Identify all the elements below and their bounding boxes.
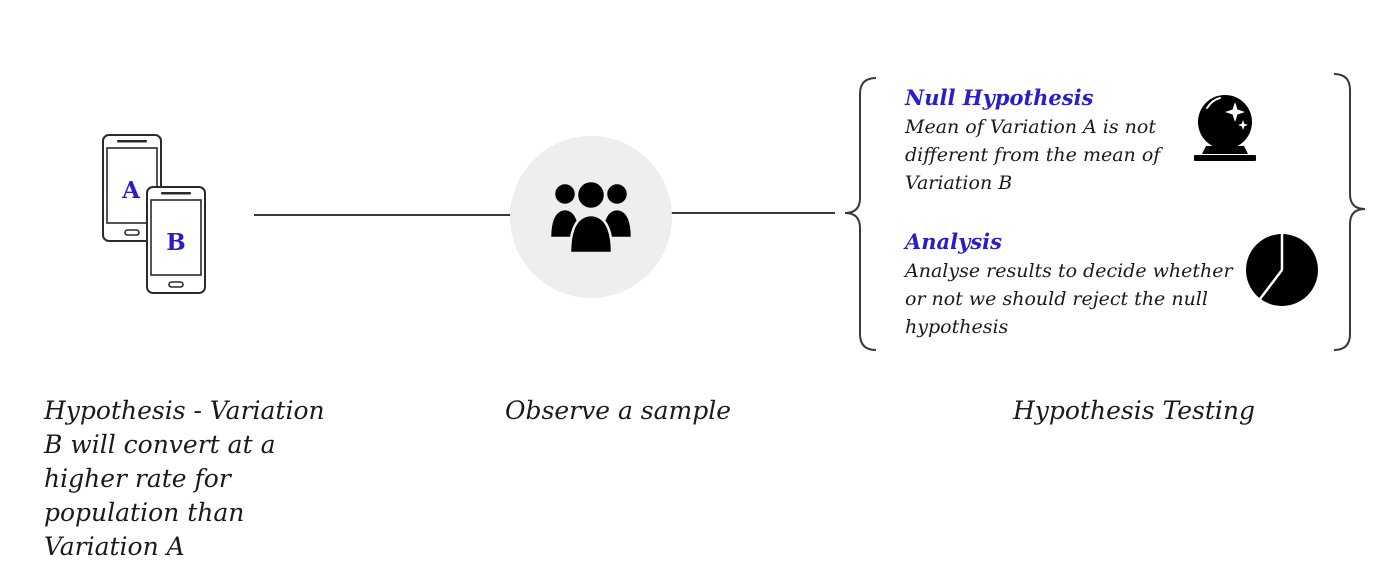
ab-phones-illustration: A B bbox=[102, 134, 206, 294]
crystal-ball-icon bbox=[1194, 95, 1256, 161]
step-hypothesis-label: Hypothesis - Variation B will convert at… bbox=[44, 396, 325, 561]
right-curly-bracket bbox=[1333, 73, 1366, 351]
step-sample-label: Observe a sample bbox=[505, 396, 732, 425]
phone-b: B bbox=[146, 186, 206, 294]
analysis-title: Analysis bbox=[905, 229, 1002, 254]
connector-line-right bbox=[670, 212, 835, 214]
null-hypothesis-text: Mean of Variation A is not different fro… bbox=[905, 116, 1161, 194]
phone-a-letter: A bbox=[121, 177, 141, 204]
analysis-text: Analyse results to decide whether or not… bbox=[905, 260, 1233, 338]
phone-a: A bbox=[102, 134, 162, 242]
group-people-icon bbox=[548, 179, 634, 255]
phone-b-letter: B bbox=[166, 229, 185, 256]
step-testing-label: Hypothesis Testing bbox=[1013, 396, 1256, 425]
left-curly-bracket bbox=[844, 77, 877, 351]
pie-chart-icon bbox=[1246, 234, 1318, 306]
connector-line-left bbox=[254, 214, 512, 216]
null-hypothesis-title: Null Hypothesis bbox=[905, 85, 1094, 110]
